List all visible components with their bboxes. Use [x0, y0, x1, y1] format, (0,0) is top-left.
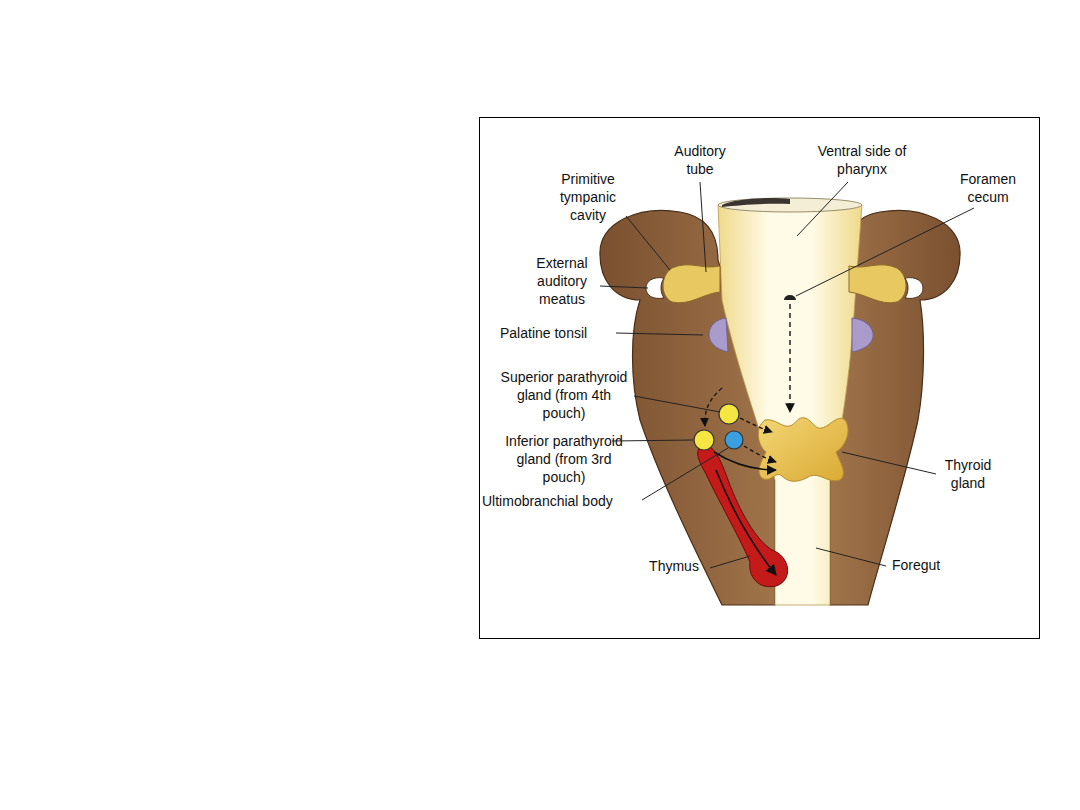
tympanic-cavity: [663, 265, 720, 303]
palatine-tonsil: [852, 318, 873, 352]
leader-line: [700, 182, 706, 272]
leader-line: [616, 333, 703, 335]
part-label: Ventral side of pharynx: [814, 142, 910, 178]
part-label: Primitive tympanic cavity: [551, 170, 625, 224]
external-meatus: [905, 278, 923, 299]
descent-arrow: [789, 304, 790, 412]
leader-line: [796, 208, 974, 296]
leader-line: [710, 556, 750, 568]
figure-frame: [480, 118, 1040, 639]
part-label: Foregut: [892, 556, 972, 574]
leader-line: [642, 448, 728, 500]
leader-line: [600, 286, 648, 288]
part-label: Ultimobranchial body: [482, 492, 642, 510]
part-label: Thymus: [644, 557, 704, 575]
pharynx-opening: [718, 198, 862, 212]
part-label: External auditory meatus: [527, 254, 597, 308]
part-label: Palatine tonsil: [500, 324, 616, 342]
leader-line: [634, 396, 720, 412]
leader-line: [842, 452, 936, 474]
palatine-tonsil: [709, 318, 728, 352]
leader-line: [612, 440, 693, 441]
leader-line: [626, 216, 670, 270]
part-label: Thyroid gland: [936, 456, 1000, 492]
migration-arrow: [744, 446, 776, 462]
pharynx-opening-shadow: [722, 198, 790, 207]
migration-arrow: [740, 418, 772, 432]
thyroid-gland: [758, 418, 848, 482]
thymus: [698, 446, 788, 587]
migration-arrow: [705, 388, 722, 426]
part-label: Auditory tube: [664, 142, 736, 178]
part-label: Inferior parathyroid gland (from 3rd pou…: [500, 432, 628, 486]
leader-lines: [600, 182, 974, 568]
external-meatus: [646, 278, 664, 299]
migration-arrow: [716, 470, 776, 575]
pharynx-foregut: [718, 205, 862, 605]
ultimobranchial-body: [725, 431, 743, 449]
part-label: Foramen cecum: [950, 170, 1026, 206]
leader-line: [816, 548, 886, 566]
tympanic-cavity: [849, 265, 906, 303]
leader-line: [797, 182, 848, 236]
part-label: Superior parathyroid gland (from 4th pou…: [500, 368, 628, 422]
superior-parathyroid: [719, 404, 739, 424]
foramen-cecum: [784, 295, 796, 300]
migration-arrow: [714, 452, 776, 470]
inferior-parathyroid: [694, 430, 714, 450]
